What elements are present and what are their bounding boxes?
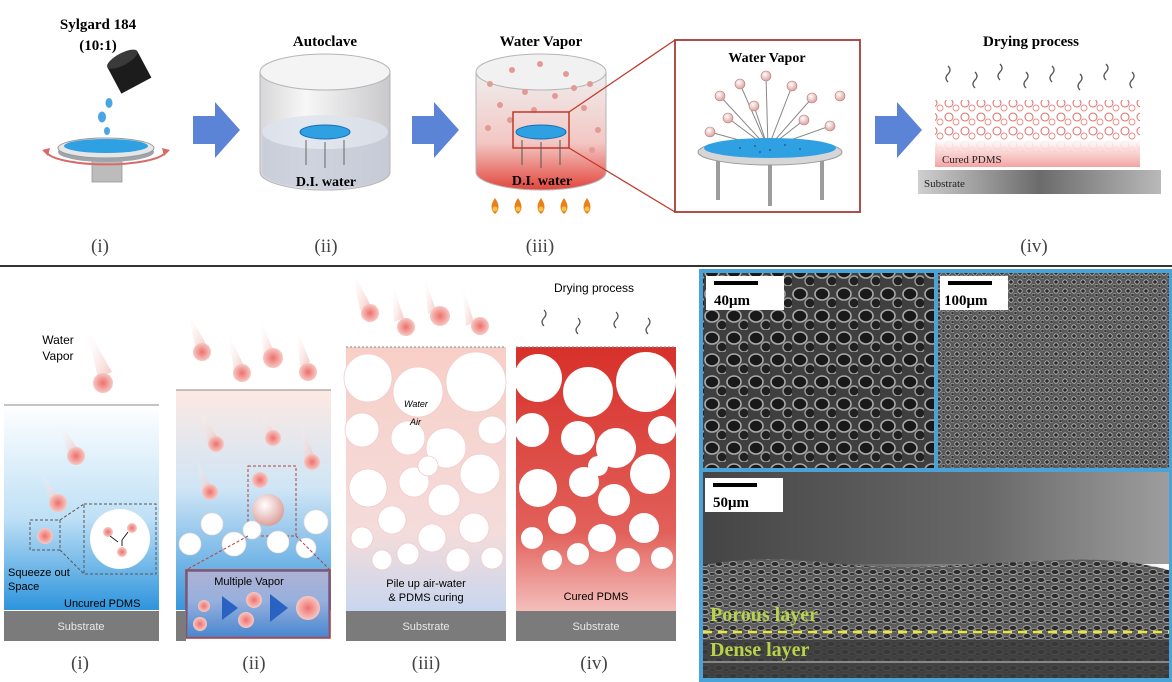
scale-bar-40um: 40μm xyxy=(714,293,751,309)
uncured-label: Uncured PDMS xyxy=(64,598,140,610)
step2-water: D.I. water xyxy=(296,175,356,190)
cured-label: Cured PDMS xyxy=(942,154,1002,166)
bottom-mechanism: Water Vapor Squeeze out Space Uncured PD… xyxy=(4,270,676,674)
mechanism-panel-ii: Multiple Vapor xyxy=(176,312,331,641)
drying-label: Drying process xyxy=(554,281,634,295)
bottom-label-i: (i) xyxy=(71,653,89,674)
drop-icon xyxy=(104,127,110,135)
zoom-title: Water Vapor xyxy=(728,51,805,66)
vapor-droplet-icon xyxy=(93,373,113,393)
bottom-label-iii: (iii) xyxy=(412,653,441,674)
substrate-label-i: Substrate xyxy=(57,621,104,633)
top-label-i: (i) xyxy=(91,236,109,257)
step4-title: Drying process xyxy=(983,34,1079,50)
zoom-inset: Water Vapor xyxy=(674,39,861,213)
bottom-label-iv: (iv) xyxy=(580,653,607,674)
top-label-ii: (ii) xyxy=(314,236,337,257)
mechanism-panel-iii: Water Air Pile up air-water & PDMS curin… xyxy=(343,270,507,641)
cured-pdms-label: Cured PDMS xyxy=(564,591,629,603)
top-row: Sylgard 184 (10:1) Autoclav xyxy=(42,17,1161,257)
mechanism-panel-i: Water Vapor Squeeze out Space Uncured PD… xyxy=(4,326,159,641)
spin-arrow-icon xyxy=(47,153,165,166)
scale-bar-50um: 50μm xyxy=(713,495,750,511)
step1-spin-coat: Sylgard 184 (10:1) xyxy=(42,17,170,183)
arrow-icon xyxy=(270,594,288,622)
water-label: Water xyxy=(404,399,429,409)
step2-autoclave: Autoclave D.I. water xyxy=(259,34,391,191)
water-vapor-line1: Water xyxy=(42,333,74,347)
arrow-icon xyxy=(222,596,238,620)
air-label: Air xyxy=(409,417,422,427)
step3-title: Water Vapor xyxy=(500,34,583,50)
water-vapor-line2: Vapor xyxy=(42,349,73,363)
step1-title-line2: (10:1) xyxy=(79,38,117,54)
squeeze-line2: Space xyxy=(8,581,39,593)
pile-line2: & PDMS curing xyxy=(388,592,463,604)
process-arrow-icon xyxy=(193,102,240,158)
step3-water: D.I. water xyxy=(512,174,572,189)
substrate-label: Substrate xyxy=(924,178,965,190)
top-label-iv: (iv) xyxy=(1020,236,1047,257)
step3-water-vapor: Water Vapor D.I. water xyxy=(475,34,676,214)
drop-icon xyxy=(105,98,113,108)
pouring-cup-icon xyxy=(107,49,152,94)
process-arrow-icon xyxy=(412,102,459,158)
scale-bar-100um: 100μm xyxy=(944,293,988,309)
drop-icon xyxy=(98,111,106,123)
porous-layer-label: Porous layer xyxy=(710,604,818,626)
step4-drying: Drying process Cured PDMS Substrate xyxy=(918,34,1161,194)
multiple-vapor-label: Multiple Vapor xyxy=(214,576,284,588)
substrate-label-iv: Substrate xyxy=(572,621,619,633)
flame-icon xyxy=(491,198,591,214)
sem-image-cross-section-50um: 50μm Porous layer Dense layer xyxy=(703,472,1169,678)
step1-title-line1: Sylgard 184 xyxy=(60,17,137,33)
top-label-iii: (iii) xyxy=(526,236,555,257)
process-arrow-icon xyxy=(875,102,922,158)
mechanism-panel-iv: Drying process Cured PDMS Substrate xyxy=(514,281,676,641)
step2-title: Autoclave xyxy=(293,34,357,50)
substrate-label-iii: Substrate xyxy=(402,621,449,633)
bottom-label-ii: (ii) xyxy=(242,653,265,674)
dense-layer-label: Dense layer xyxy=(710,639,810,661)
sem-images: 40μm 100μm 50μm Porous layer Dense layer xyxy=(699,269,1172,682)
pile-line1: Pile up air-water xyxy=(386,578,466,590)
squeeze-line1: Squeeze out xyxy=(8,567,70,579)
